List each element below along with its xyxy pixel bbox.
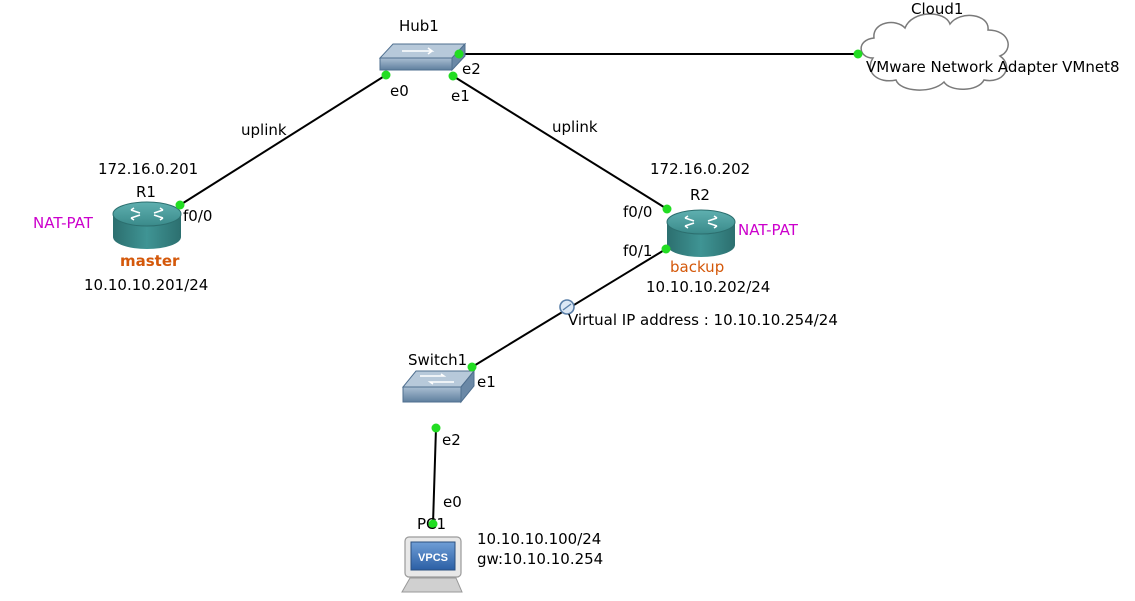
port-dot-sw-e2[interactable] — [431, 423, 441, 433]
hub-port-e2: e2 — [462, 60, 481, 78]
cloud-icon[interactable] — [860, 13, 1009, 91]
link-r2-hub-label: uplink — [552, 118, 598, 136]
pc1-ip: 10.10.10.100/24 — [477, 530, 602, 548]
cloud1-name[interactable]: Cloud1 — [911, 0, 964, 18]
r2-port-f00: f0/0 — [623, 203, 653, 221]
r2-wan-ip: 172.16.0.202 — [650, 160, 751, 178]
r1-nat-label: NAT-PAT — [33, 214, 93, 232]
hub1-name[interactable]: Hub1 — [399, 17, 439, 35]
port-dot-r1-f00[interactable] — [175, 200, 185, 210]
virtual-ip-note[interactable]: Virtual IP address : 10.10.10.254/24 — [568, 311, 838, 329]
link-switch-pc[interactable] — [432, 427, 437, 525]
switch1-name[interactable]: Switch1 — [408, 351, 468, 369]
router-r2-icon[interactable] — [666, 209, 736, 257]
port-dot-hub-e0[interactable] — [381, 70, 391, 80]
r1-port-f00: f0/0 — [183, 207, 213, 225]
port-dot-cloud[interactable] — [853, 49, 863, 59]
hub-port-e0: e0 — [390, 82, 409, 100]
pc-port-e0: e0 — [443, 493, 462, 511]
switch-port-e2: e2 — [442, 431, 461, 449]
note-magnifier-icon[interactable] — [559, 299, 575, 315]
pc-screen-label: VPCS — [418, 552, 448, 564]
r1-name[interactable]: R1 — [136, 183, 156, 201]
pc1-name[interactable]: PC1 — [417, 515, 447, 533]
r1-wan-ip: 172.16.0.201 — [98, 160, 199, 178]
port-dot-hub-e1[interactable] — [448, 71, 458, 81]
r2-port-f01: f0/1 — [623, 242, 653, 260]
port-dot-pc-e0[interactable] — [428, 519, 438, 529]
r2-nat-label: NAT-PAT — [738, 221, 798, 239]
r2-role-label: backup — [670, 258, 725, 276]
switch-port-e1: e1 — [477, 373, 496, 391]
port-dot-sw-e1[interactable] — [467, 362, 477, 372]
link-hub-r1[interactable] — [179, 74, 387, 206]
port-dot-r2-f01[interactable] — [661, 244, 671, 254]
cloud-adapter-label: VMware Network Adapter VMnet8 — [866, 58, 1120, 76]
r2-lan-ip: 10.10.10.202/24 — [646, 278, 771, 296]
r1-lan-ip: 10.10.10.201/24 — [84, 276, 209, 294]
hub-icon[interactable] — [378, 42, 467, 72]
r2-name[interactable]: R2 — [690, 186, 710, 204]
port-dot-r2-f00[interactable] — [662, 204, 672, 214]
pc1-gateway: gw:10.10.10.254 — [477, 550, 604, 568]
router-r1-icon[interactable] — [112, 201, 182, 249]
hub-port-e1: e1 — [451, 87, 470, 105]
switch-icon[interactable] — [401, 369, 476, 404]
link-hub-r2[interactable] — [452, 75, 668, 210]
link-r1-hub-label: uplink — [241, 121, 287, 139]
r1-role-label: master — [120, 252, 180, 270]
pc-icon[interactable] — [401, 536, 463, 593]
port-dot-hub-e2[interactable] — [454, 49, 464, 59]
